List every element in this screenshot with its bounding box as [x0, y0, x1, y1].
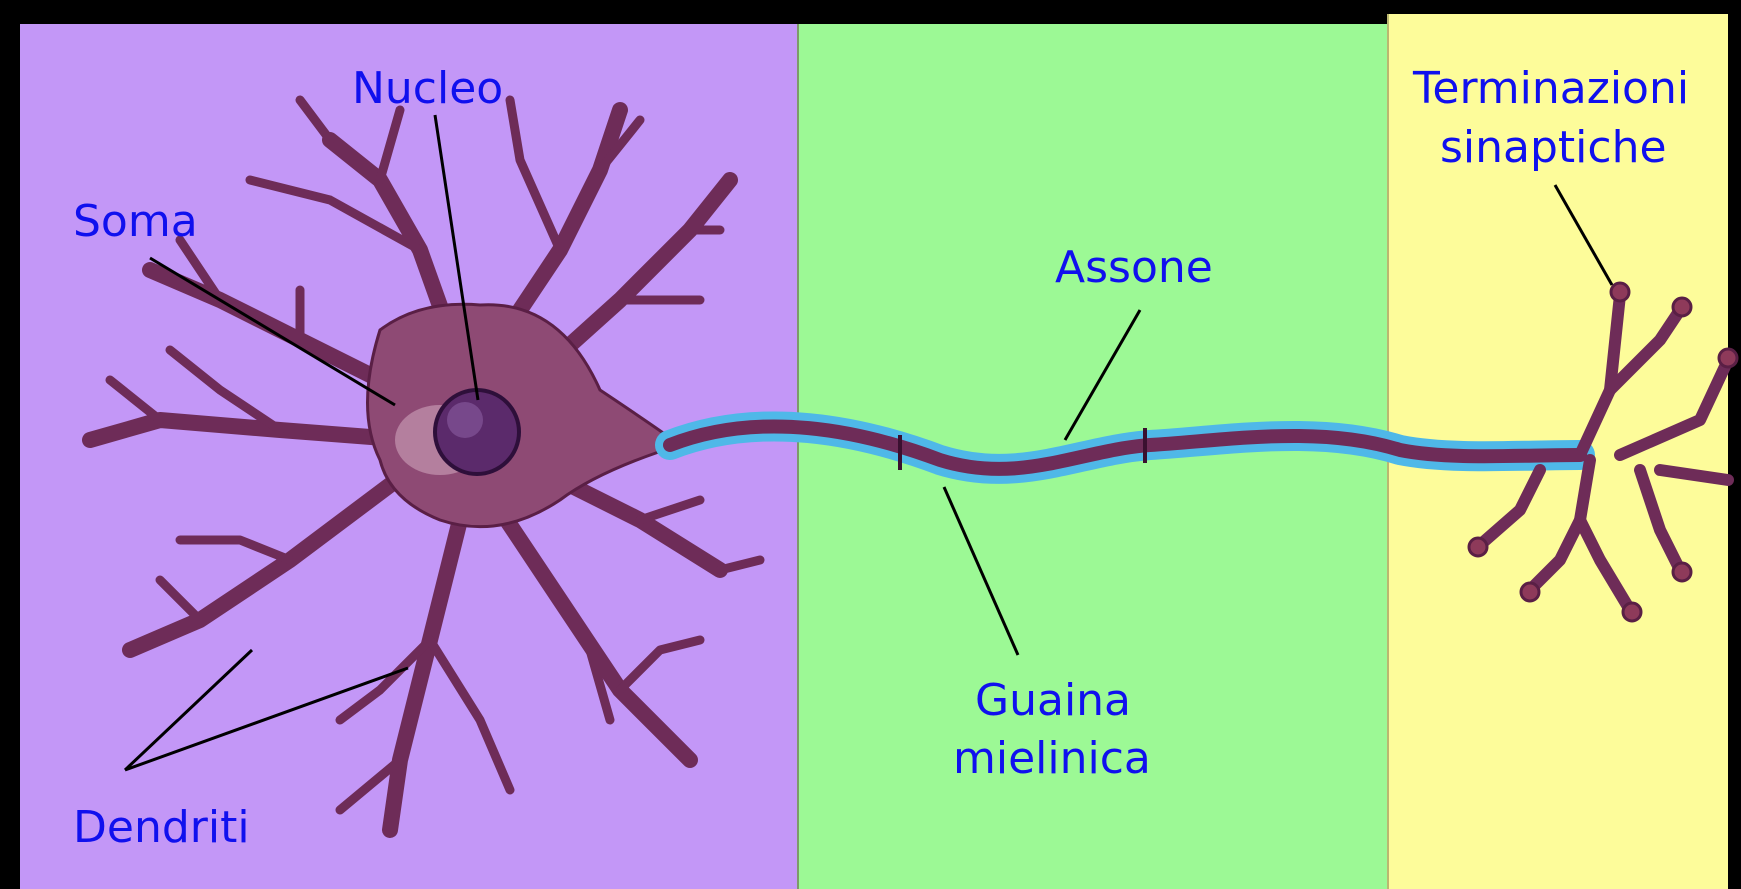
label-nucleo: Nucleo [352, 63, 503, 114]
nucleus-highlight [447, 402, 483, 438]
label-terminazioni-line2: sinaptiche [1440, 122, 1667, 173]
label-dendriti: Dendriti [73, 802, 250, 853]
label-soma: Soma [73, 196, 198, 247]
label-guaina-line2: mielinica [953, 733, 1151, 784]
label-terminazioni-line1: Terminazioni [1412, 63, 1689, 114]
label-assone: Assone [1055, 242, 1213, 293]
label-guaina-line1: Guaina [975, 675, 1131, 726]
